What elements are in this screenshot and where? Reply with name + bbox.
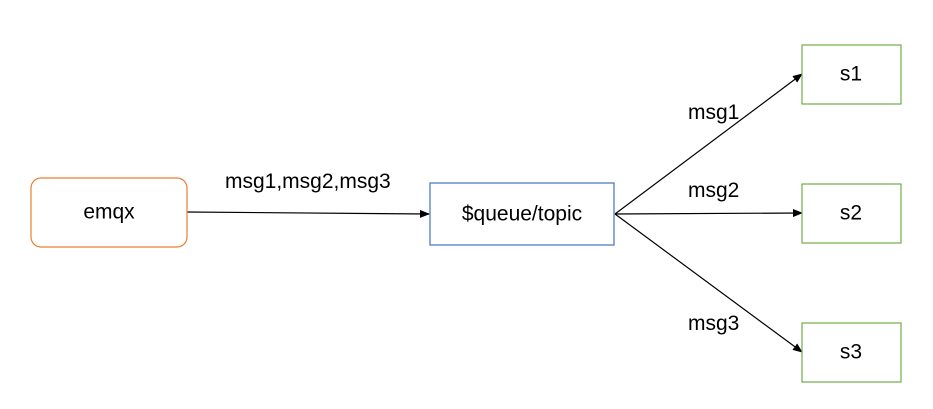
node-s1-box <box>801 44 902 105</box>
node-emqx: emqx <box>30 177 188 248</box>
edge-queue-to-s2-label: msg2 <box>688 179 739 202</box>
node-s3: s3 <box>801 322 902 383</box>
node-queue-topic-label: $queue/topic <box>462 203 582 226</box>
edge-emqx-to-queue-label: msg1,msg2,msg3 <box>225 170 391 193</box>
node-s2-box <box>801 183 902 244</box>
node-s2-label: s2 <box>840 202 862 225</box>
node-s2: s2 <box>801 183 902 244</box>
node-queue-topic-box <box>429 182 615 246</box>
node-s1: s1 <box>801 44 902 105</box>
edge-queue-to-s1-label: msg1 <box>688 101 739 124</box>
node-s3-box <box>801 322 902 383</box>
node-queue-topic: $queue/topic <box>429 182 615 246</box>
edge-queue-to-s1 <box>614 73 803 215</box>
node-s3-label: s3 <box>840 341 862 364</box>
edge-queue-to-s2 <box>614 209 803 218</box>
node-emqx-box <box>30 177 188 248</box>
edge-queue-to-s3-label: msg3 <box>688 312 739 335</box>
node-emqx-label: emqx <box>83 201 135 224</box>
node-s1-label: s1 <box>840 63 862 86</box>
edge-emqx-to-queue <box>186 209 430 218</box>
edge-queue-to-s3 <box>614 213 803 353</box>
